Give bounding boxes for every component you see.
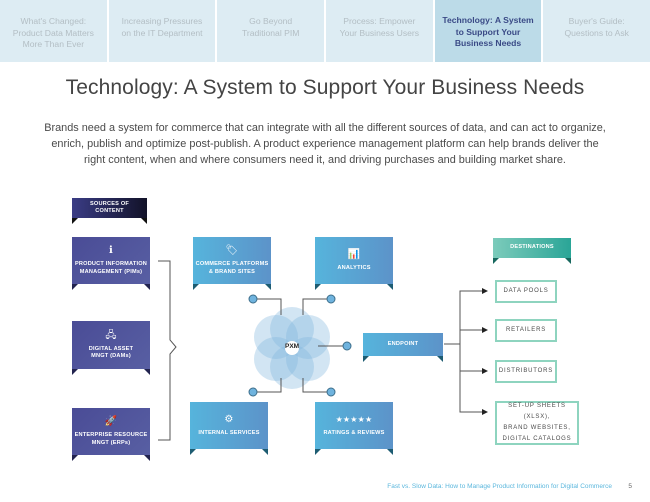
source-label: PRODUCT INFORMATION MANAGEMENT (PIMs) (74, 261, 148, 275)
endpoint[interactable]: ENDPOINT (363, 333, 443, 362)
nav-tab-buyers-guide[interactable]: Buyer's Guide: Questions to Ask (543, 0, 650, 62)
destination-data-pools[interactable]: DATA POOLS (495, 280, 557, 303)
nav-tab-label: Go Beyond Traditional PIM (241, 16, 300, 38)
destinations-header-label: DESTINATIONS (510, 244, 554, 251)
page-number: 5 (628, 483, 632, 490)
node-label: RATINGS & REVIEWS (323, 429, 385, 436)
sources-bracket (158, 260, 177, 441)
nav-tab-process[interactable]: Process: Empower Your Business Users (326, 0, 433, 62)
node-label: COMMERCE PLATFORMS & BRAND SITES (195, 261, 269, 275)
bar-chart-icon: 📊 (347, 248, 361, 260)
source-label: DIGITAL ASSET MNGT (DAMs) (88, 345, 134, 360)
sources-header-label: SOURCES OF CONTENT (90, 200, 129, 215)
footer-title: Fast vs. Slow Data: How to Manage Produc… (387, 483, 612, 490)
destination-setup-sheets[interactable]: SET-UP SHEETS (XLSX), BRAND WEBSITES, DI… (495, 401, 579, 445)
destination-retailers[interactable]: RETAILERS (495, 319, 557, 342)
nav-tab-go-beyond[interactable]: Go Beyond Traditional PIM (217, 0, 325, 62)
section-nav: What's Changed: Product Data Matters Mor… (0, 0, 650, 62)
gear-icon: ⚙ (224, 413, 234, 425)
network-icon: 🖧 (105, 329, 117, 341)
connector-lines (158, 260, 488, 441)
destinations-header: DESTINATIONS (493, 238, 571, 264)
endpoint-label: ENDPOINT (387, 340, 419, 347)
source-pim[interactable]: ℹ PRODUCT INFORMATION MANAGEMENT (PIMs) (72, 237, 150, 290)
tag-icon: 🏷 (225, 245, 239, 256)
nav-tab-label: Buyer's Guide: Questions to Ask (564, 16, 629, 38)
node-commerce-platforms[interactable]: 🏷 COMMERCE PLATFORMS & BRAND SITES (193, 237, 271, 290)
nav-tab-increasing-pressures[interactable]: Increasing Pressures on the IT Departmen… (108, 0, 216, 62)
nav-tab-label: Increasing Pressures on the IT Departmen… (121, 16, 203, 38)
pxm-flower-icon (254, 307, 330, 389)
source-label: ENTERPRISE RESOURCE MNGT (ERPs) (74, 432, 148, 446)
source-dam[interactable]: 🖧 DIGITAL ASSET MNGT (DAMs) (72, 321, 150, 375)
node-internal-services[interactable]: ⚙ INTERNAL SERVICES (190, 402, 268, 455)
nav-tab-label: What's Changed: Product Data Matters Mor… (12, 16, 94, 49)
node-label: ANALYTICS (337, 264, 371, 271)
arrowheads (482, 288, 488, 415)
node-analytics[interactable]: 📊 ANALYTICS (315, 237, 393, 290)
node-label: INTERNAL SERVICES (198, 429, 260, 436)
destination-distributors[interactable]: DISTRIBUTORS (495, 360, 557, 383)
nav-tab-label: Technology: A System to Support Your Bus… (442, 15, 534, 48)
nav-tab-technology[interactable]: Technology: A System to Support Your Bus… (434, 0, 542, 62)
nav-tab-label: Process: Empower Your Business Users (339, 16, 420, 38)
node-ratings-reviews[interactable]: ★★★★★ RATINGS & REVIEWS (315, 402, 393, 455)
nav-tab-whats-changed[interactable]: What's Changed: Product Data Matters Mor… (0, 0, 107, 62)
connector-dots (248, 294, 352, 397)
intro-paragraph: Brands need a system for commerce that c… (44, 122, 606, 166)
hub-connectors (254, 290, 482, 413)
rocket-icon: 🚀 (104, 416, 118, 427)
pxm-label: PXM (285, 343, 300, 350)
page-footer: Fast vs. Slow Data: How to Manage Produc… (0, 483, 650, 495)
source-erp[interactable]: 🚀 ENTERPRISE RESOURCE MNGT (ERPs) (72, 408, 150, 461)
stars-icon: ★★★★★ (335, 414, 373, 424)
page-title: Technology: A System to Support Your Bus… (65, 76, 585, 99)
sources-header: SOURCES OF CONTENT (72, 198, 147, 224)
info-circle-icon: ℹ (109, 245, 113, 256)
pxm-diagram: PXM SOURCES OF CONTENT ℹ PRODUCT INFORMA… (0, 190, 650, 461)
